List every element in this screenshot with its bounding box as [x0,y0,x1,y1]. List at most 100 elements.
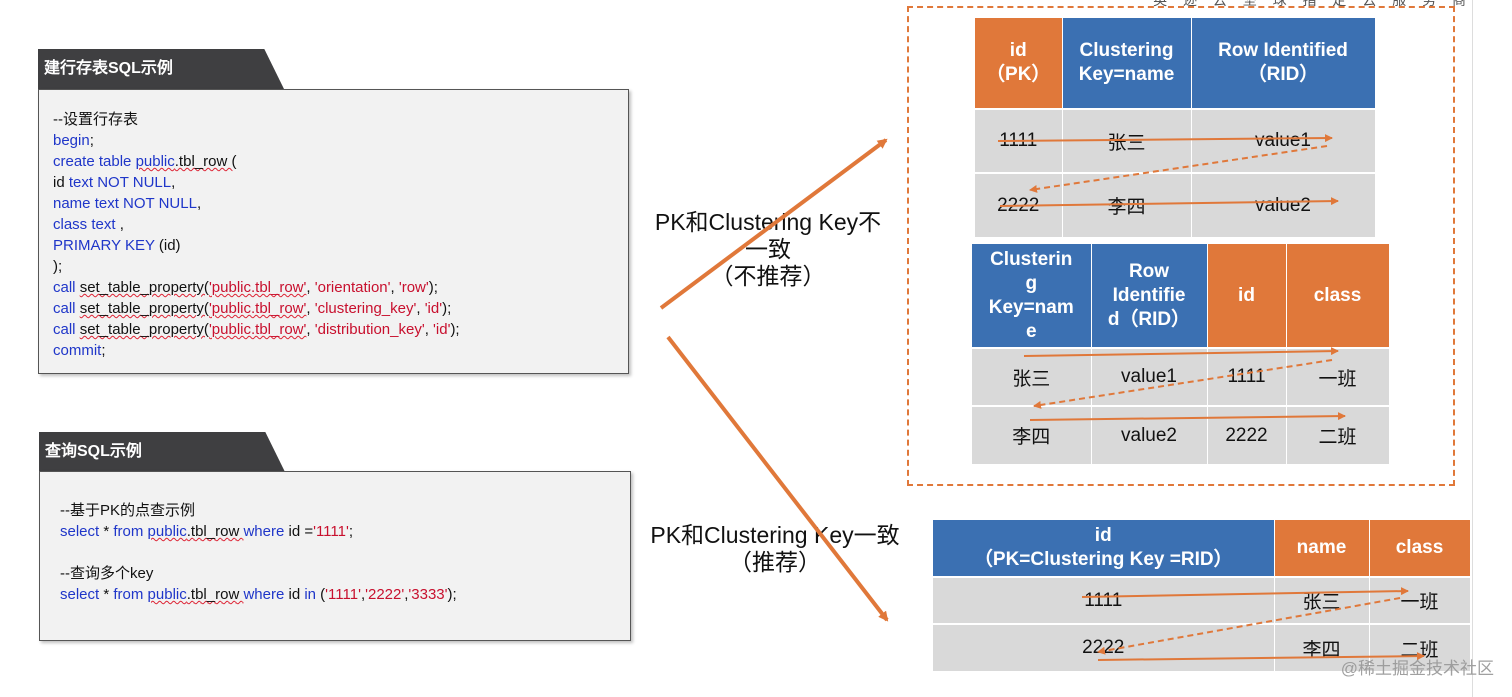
table3-header-cell: class [1369,520,1471,577]
create-sql-token: begin [53,132,90,149]
table1-cell: 1111 [975,108,1063,173]
query-sql-token: * [103,586,114,603]
create-sql-line: create table public.tbl_row ( [53,151,628,172]
table2-cell: 一班 [1286,347,1390,406]
query-sql-token: .tbl_row [186,523,244,540]
create-sql-token: ; [89,132,94,149]
create-sql-token: 'public.tbl_row' [208,279,307,296]
create-sql-token: ); [53,258,63,275]
table1-header-text: （RID） [1247,64,1319,85]
create-sql-token: , [424,321,434,338]
table3-header-cell: id（PK=Clustering Key =RID） [933,520,1275,577]
create-sql-token: create table [53,153,136,170]
create-sql-token: , [416,300,425,317]
table2-header-text: d（RID） [1107,308,1191,330]
recommended-line-1: PK和Clustering Key一致 [650,522,900,548]
create-sql-token: , [306,300,315,317]
query-sql-line: --查询多个key [60,563,630,584]
create-sql-token: set_table_property( [79,279,209,296]
create-sql-token: PRIMARY KEY [53,237,159,254]
table2-header-text: id [1238,284,1255,306]
create-sql-token: call [53,279,80,296]
query-sql-box: --基于PK的点查示例 select * from public.tbl_row … [39,471,631,641]
table2-header-text: e [1025,320,1037,342]
table1-header-text: id [1009,40,1027,61]
table3-cell: 一班 [1369,576,1471,624]
table2-cell: 二班 [1286,405,1390,464]
table2-header-cell: class [1286,244,1390,348]
create-sql-token: name text NOT NULL [53,195,197,212]
table2-header-text: Key=nam [988,296,1074,318]
query-sql-line: select * from public.tbl_row where id ='… [60,521,630,542]
recommended-label: PK和Clustering Key一致 （推荐） [640,522,910,576]
query-sql-token: ; [348,523,354,540]
query-sql-token: ( [320,586,326,603]
create-sql-line: ); [53,256,628,277]
table1-cell: value1 [1191,108,1376,173]
query-sql-token: , [360,586,366,603]
query-sql-token: --查询多个key [60,565,154,582]
table1-header-text: （PK） [986,64,1051,85]
right-edge-line [1472,0,1473,697]
table2-cell: 1111 [1207,347,1287,406]
table1-header-cell: id （PK） [975,18,1063,109]
table1-cell: 李四 [1062,172,1192,237]
not-recommended-label: PK和Clustering Key不 一致 （不推荐） [640,209,896,290]
arrow-to-recommended [666,335,889,622]
table2-cell: value1 [1091,347,1208,406]
create-sql-token: call [53,321,80,338]
create-sql-token: public [135,153,175,170]
query-sql-token: id [288,586,305,603]
create-sql-line: commit; [53,340,628,361]
table3-header-text: class [1395,537,1444,558]
table1-header-text: Row Identified [1218,40,1348,61]
query-sql-token: --基于PK的点查示例 [60,502,196,519]
table3-cell: 2222 [933,623,1275,671]
not-recommended-line-1: PK和Clustering Key不 [654,209,882,235]
query-sql-token: '3333' [408,586,448,603]
create-sql-token: 'orientation' [314,279,391,296]
create-sql-token: , [390,279,399,296]
query-sql-token: public [147,586,187,603]
create-sql-token: , [119,216,124,233]
table2-header-text: Identifie [1112,284,1186,306]
watermark: @稀土掘金技术社区 [1340,659,1494,678]
create-sql-token: ); [442,300,452,317]
query-sql-token: '2222' [365,586,405,603]
table2-cell: 张三 [972,347,1092,406]
query-sql-token: select [60,586,104,603]
table2-cell: 2222 [1207,405,1287,464]
create-sql-token: 'clustering_key' [314,300,417,317]
create-sql-line: call set_table_property('public.tbl_row'… [53,298,628,319]
table1-header-text: Clustering [1079,40,1174,61]
query-sql-token: id = [288,523,314,540]
create-sql-line: PRIMARY KEY (id) [53,235,628,256]
table2-header-text: Clusterin [990,248,1073,270]
table3-header-text: （PK=Clustering Key =RID） [973,549,1233,570]
create-sql-token: 'public.tbl_row' [208,321,307,338]
query-sql-token: ); [447,586,457,603]
query-sql-token: .tbl_row [186,586,244,603]
create-sql-line: class text , [53,214,628,235]
query-sql-token: '1111' [325,586,361,603]
create-sql-token: set_table_property( [79,321,209,338]
query-sql-token: public [147,523,187,540]
create-sql-token: 'distribution_key' [314,321,425,338]
query-tab: 查询SQL示例 [39,432,285,472]
query-sql-token: where [243,586,289,603]
create-sql-token: 'id' [433,321,451,338]
query-sql-line: --基于PK的点查示例 [60,500,630,521]
query-sql-token: * [103,523,114,540]
not-recommended-line-2: 一致 [745,236,791,262]
create-sql-token: , [196,195,202,212]
create-sql-token: (id) [158,237,181,254]
create-sql-token: ); [428,279,438,296]
